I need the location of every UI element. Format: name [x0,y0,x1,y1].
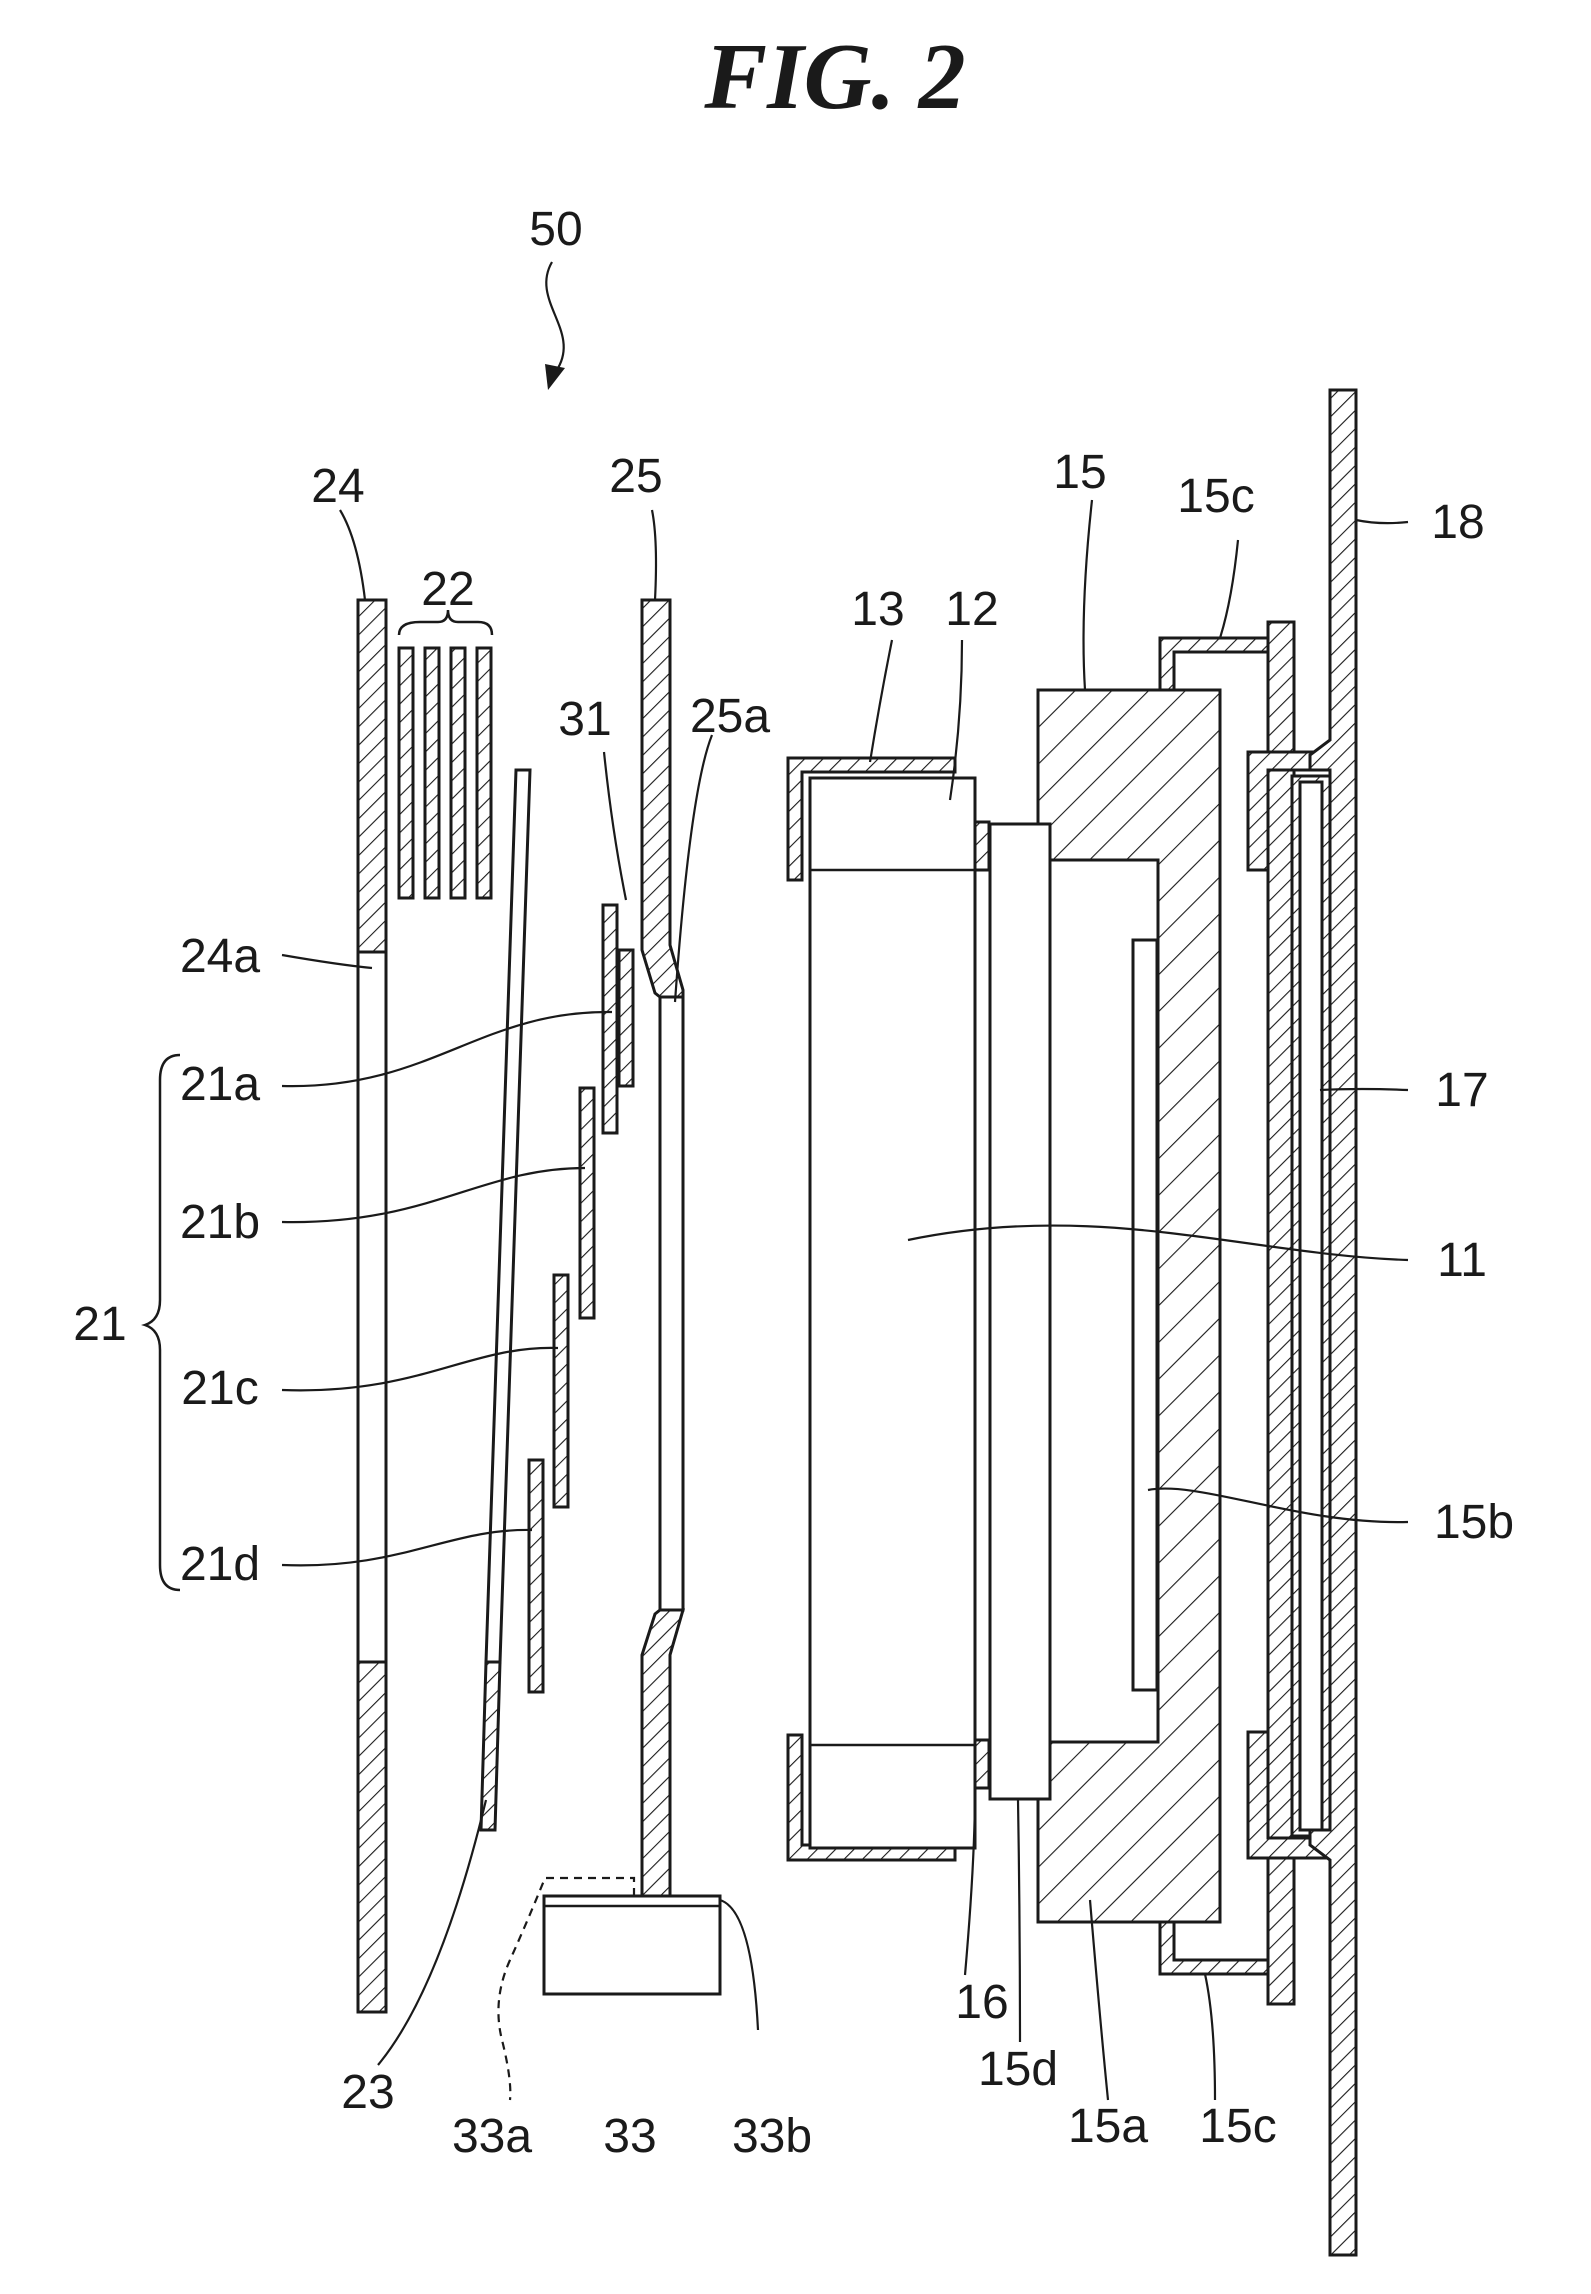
label-33: 33 [603,2110,656,2163]
panel-11 [810,778,975,1848]
label-25: 25 [609,450,662,503]
label-15a: 15a [1068,2100,1148,2153]
plates-22 [399,610,492,898]
holder-15 [1038,690,1220,1922]
label-24a: 24a [180,930,260,983]
label-15b: 15b [1434,1496,1514,1549]
plate-15d [990,824,1050,1799]
label-23: 23 [341,2066,394,2119]
strip-21a [603,905,617,1133]
label-17: 17 [1435,1064,1488,1117]
strips-21 [529,905,633,1692]
label-11: 11 [1437,1234,1487,1287]
label-24: 24 [311,460,364,513]
figure-title: FIG. 2 [703,25,965,129]
strip-21b [580,1088,594,1318]
label-22: 22 [421,563,474,616]
label-21d: 21d [180,1538,260,1591]
label-21c: 21c [181,1362,258,1415]
strip-31 [619,950,633,1086]
assembly-arrow-50 [545,262,565,390]
label-33a: 33a [452,2110,532,2163]
plate-15b [1133,940,1157,1690]
strip-21d [529,1460,543,1692]
brace-21 [145,1055,180,1590]
label-15c-top: 15c [1177,470,1254,523]
label-50: 50 [529,203,582,256]
label-33b: 33b [732,2110,812,2163]
label-15d: 15d [978,2043,1058,2096]
spacers-16 [975,822,989,1788]
label-16: 16 [955,1976,1008,2029]
bracket-15c-top [1160,638,1268,690]
label-21: 21 [73,1298,126,1351]
label-31: 31 [558,693,611,746]
label-15c-bottom: 15c [1199,2100,1276,2153]
label-25a: 25a [690,690,770,743]
label-15: 15 [1053,446,1106,499]
strip-21c [554,1275,568,1507]
label-21a: 21a [180,1058,260,1111]
plate-24 [358,600,386,2012]
label-13: 13 [851,583,904,636]
connector-33 [498,1878,720,2100]
bracket-15c-bottom [1160,1922,1268,1974]
leader-15a [1090,1900,1108,2100]
plate-25 [642,600,683,1965]
label-18: 18 [1431,496,1484,549]
label-12: 12 [945,583,998,636]
label-21b: 21b [180,1196,260,1249]
film-23 [481,770,530,1830]
